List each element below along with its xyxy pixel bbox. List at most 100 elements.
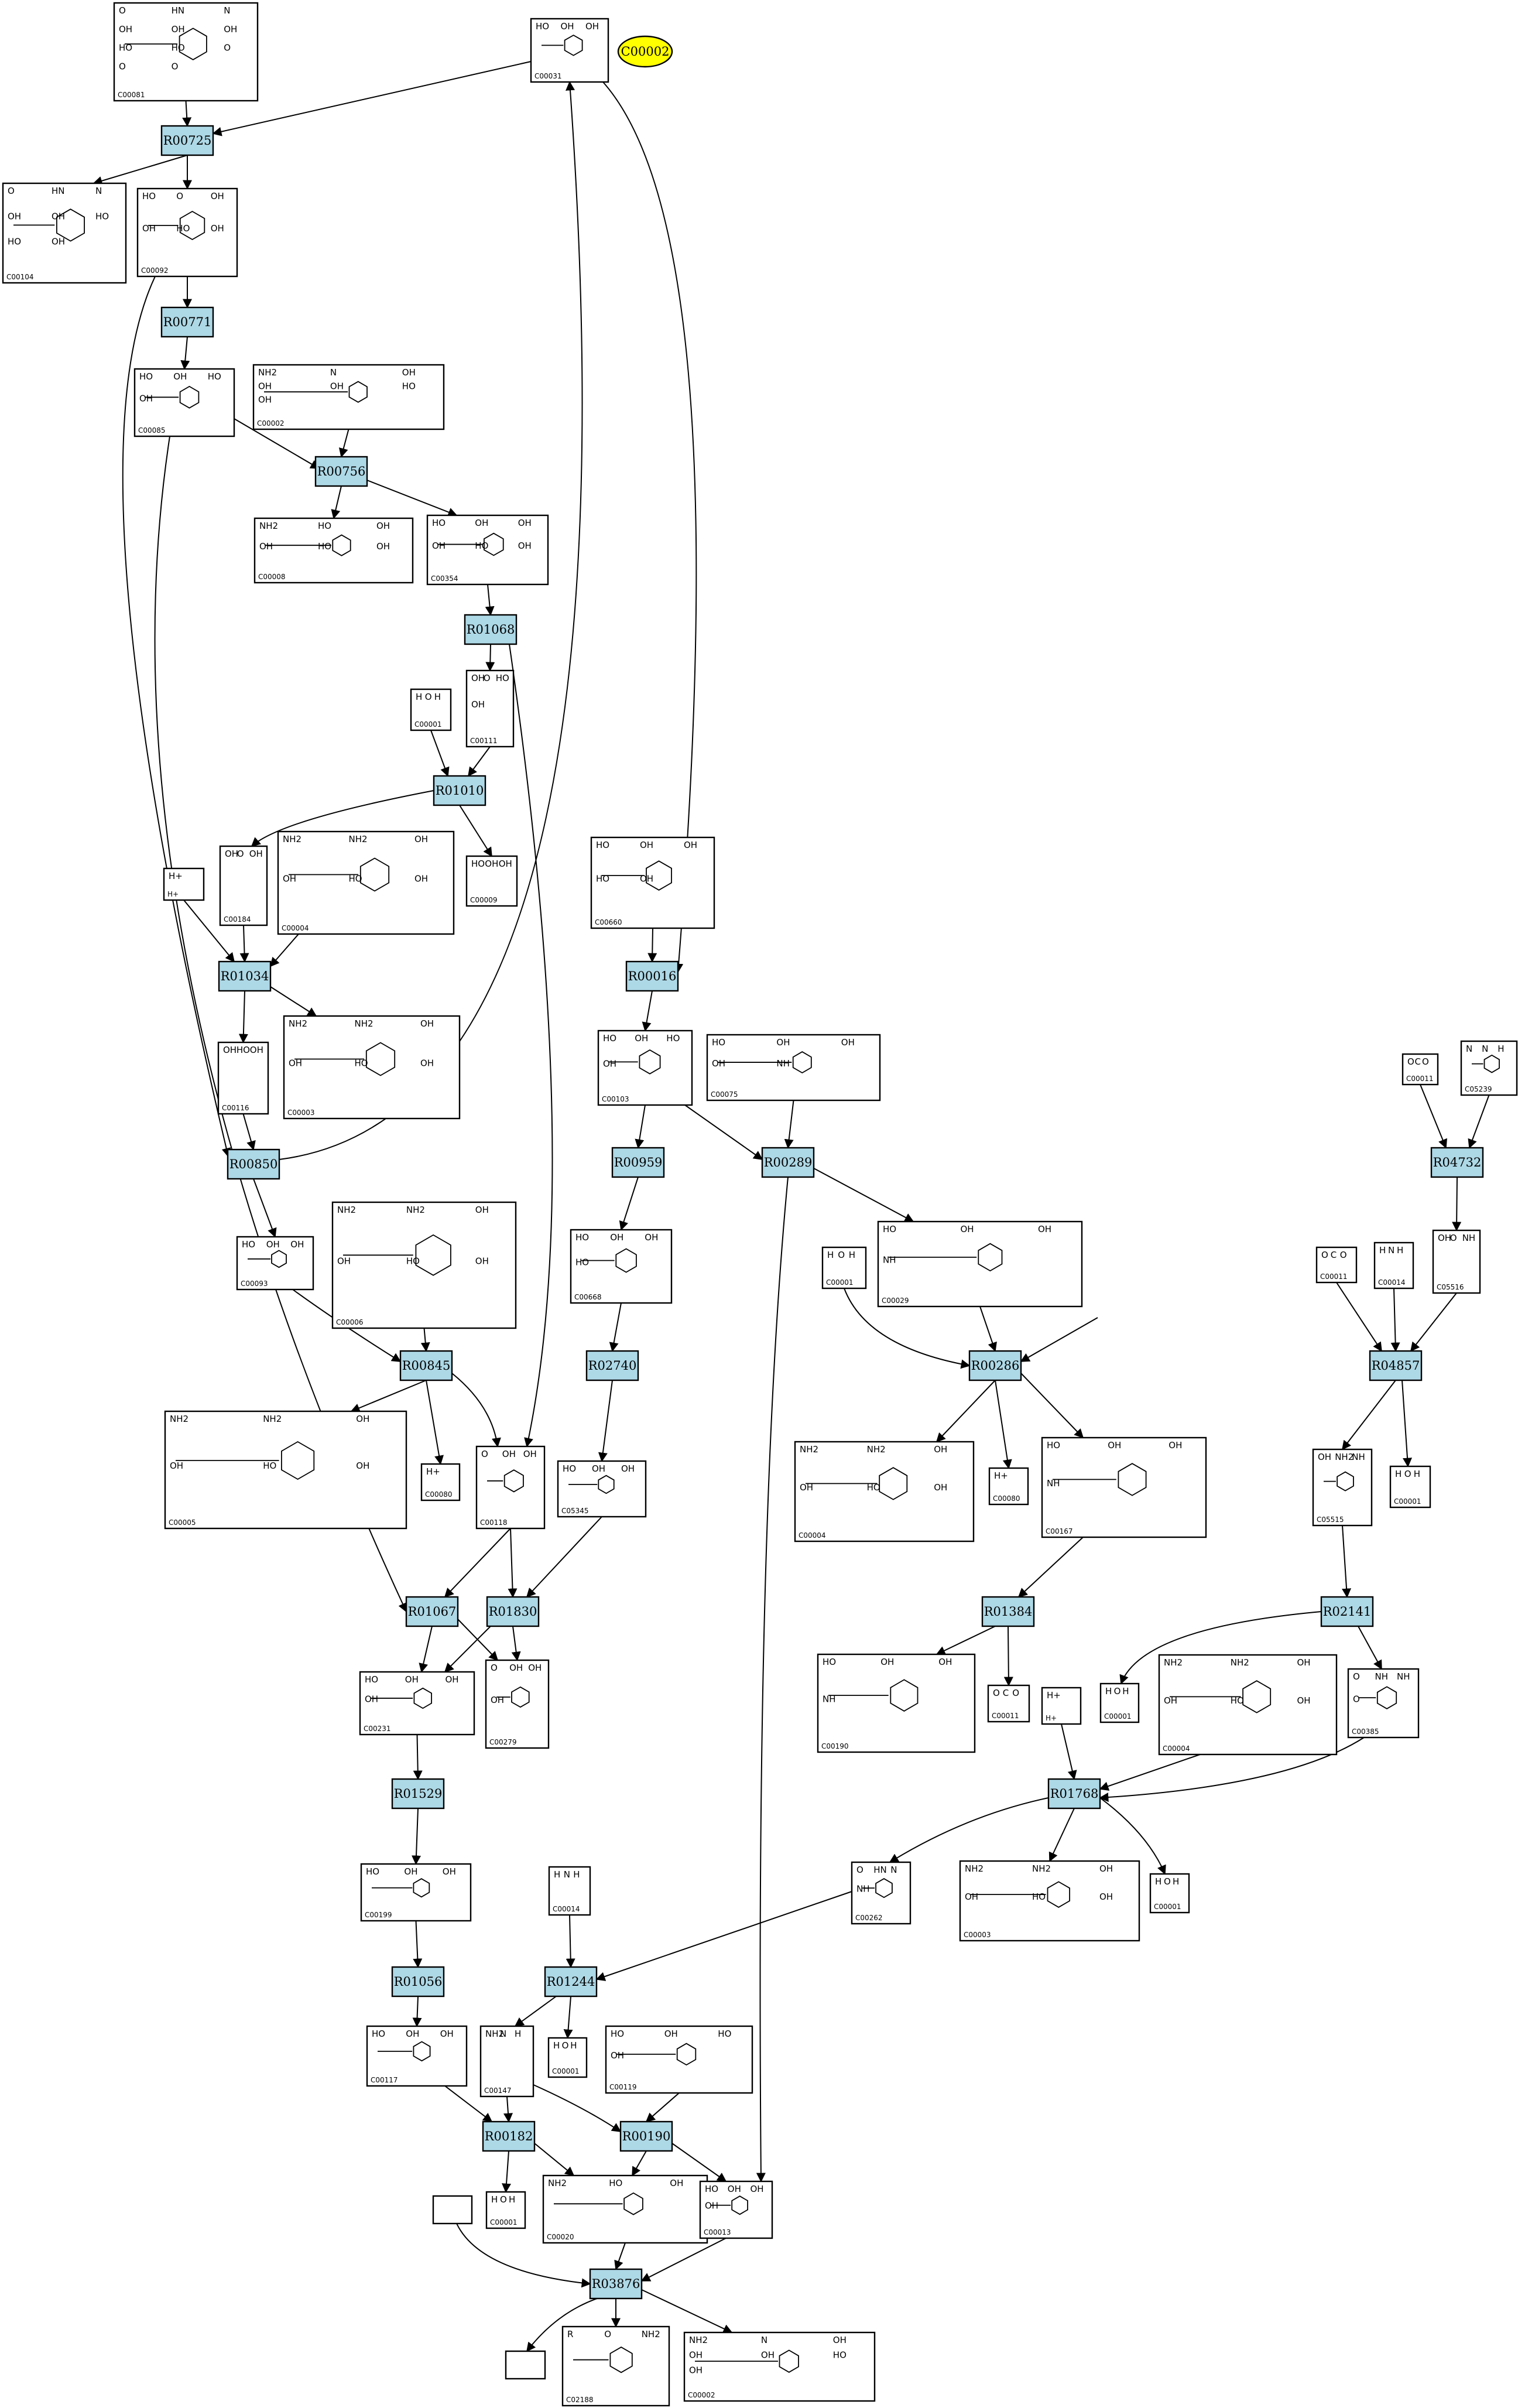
compound-blank1[interactable] <box>432 2195 473 2225</box>
reaction-r01384[interactable]: R01384 <box>981 1596 1035 1627</box>
reaction-box[interactable] <box>544 1966 598 1997</box>
reaction-r00959[interactable]: R00959 <box>611 1147 665 1178</box>
reaction-r01244[interactable]: R01244 <box>544 1966 598 1997</box>
reaction-box[interactable] <box>486 1596 540 1627</box>
reaction-box[interactable] <box>399 1350 453 1381</box>
compound-hplus[interactable]: H+H+ <box>1041 1687 1082 1725</box>
reaction-box[interactable] <box>1430 1147 1484 1178</box>
reaction-box[interactable] <box>391 1966 445 1997</box>
reaction-box[interactable] <box>1047 1778 1101 1810</box>
reaction-r01067[interactable]: R01067 <box>405 1596 459 1627</box>
reaction-box[interactable] <box>968 1350 1022 1381</box>
reaction-box[interactable] <box>589 2268 643 2300</box>
reaction-r01034[interactable]: R01034 <box>218 960 272 992</box>
reaction-r03876[interactable]: R03876 <box>589 2268 643 2300</box>
reaction-r02141[interactable]: R02141 <box>1320 1596 1374 1627</box>
reaction-box[interactable] <box>619 2120 673 2152</box>
reaction-box[interactable] <box>981 1596 1035 1627</box>
reaction-r00756[interactable]: R00756 <box>314 456 368 487</box>
reaction-r01056[interactable]: R01056 <box>391 1966 445 1997</box>
reaction-box[interactable] <box>227 1148 280 1180</box>
reaction-box[interactable] <box>611 1147 665 1178</box>
reaction-r00190[interactable]: R00190 <box>619 2120 673 2152</box>
reaction-box[interactable] <box>160 125 214 156</box>
reaction-box[interactable] <box>482 2120 536 2152</box>
reaction-r00850[interactable]: R00850 <box>227 1148 280 1180</box>
reaction-r00771[interactable]: R00771 <box>160 306 214 338</box>
reaction-box[interactable] <box>464 614 518 645</box>
reaction-box[interactable] <box>1369 1350 1423 1381</box>
compound-c00080[interactable]: H+C00080 <box>988 1467 1029 1506</box>
reaction-r01768[interactable]: R01768 <box>1047 1778 1101 1810</box>
reaction-r01068[interactable]: R01068 <box>464 614 518 645</box>
reaction-r00289[interactable]: R00289 <box>761 1147 815 1178</box>
reaction-r00845[interactable]: R00845 <box>399 1350 453 1381</box>
reaction-box[interactable] <box>218 960 272 992</box>
reaction-r00286[interactable]: R00286 <box>968 1350 1022 1381</box>
reaction-r04732[interactable]: R04732 <box>1430 1147 1484 1178</box>
reaction-box[interactable] <box>405 1596 459 1627</box>
highlighted-compound[interactable]: C00002 <box>617 35 673 68</box>
reaction-box[interactable] <box>1320 1596 1374 1627</box>
reaction-r00725[interactable]: R00725 <box>160 125 214 156</box>
compound-blank2[interactable] <box>505 2350 546 2380</box>
reaction-r00182[interactable]: R00182 <box>482 2120 536 2152</box>
reaction-r02740[interactable]: R02740 <box>585 1350 639 1381</box>
reaction-box[interactable] <box>433 775 486 806</box>
reaction-r01529[interactable]: R01529 <box>391 1778 445 1810</box>
reaction-box[interactable] <box>314 456 368 487</box>
reaction-r01830[interactable]: R01830 <box>486 1596 540 1627</box>
reaction-box[interactable] <box>391 1778 445 1810</box>
reaction-r01010[interactable]: R01010 <box>433 775 486 806</box>
reaction-r04857[interactable]: R04857 <box>1369 1350 1423 1381</box>
compound-hplus[interactable]: H+H+ <box>163 867 205 901</box>
